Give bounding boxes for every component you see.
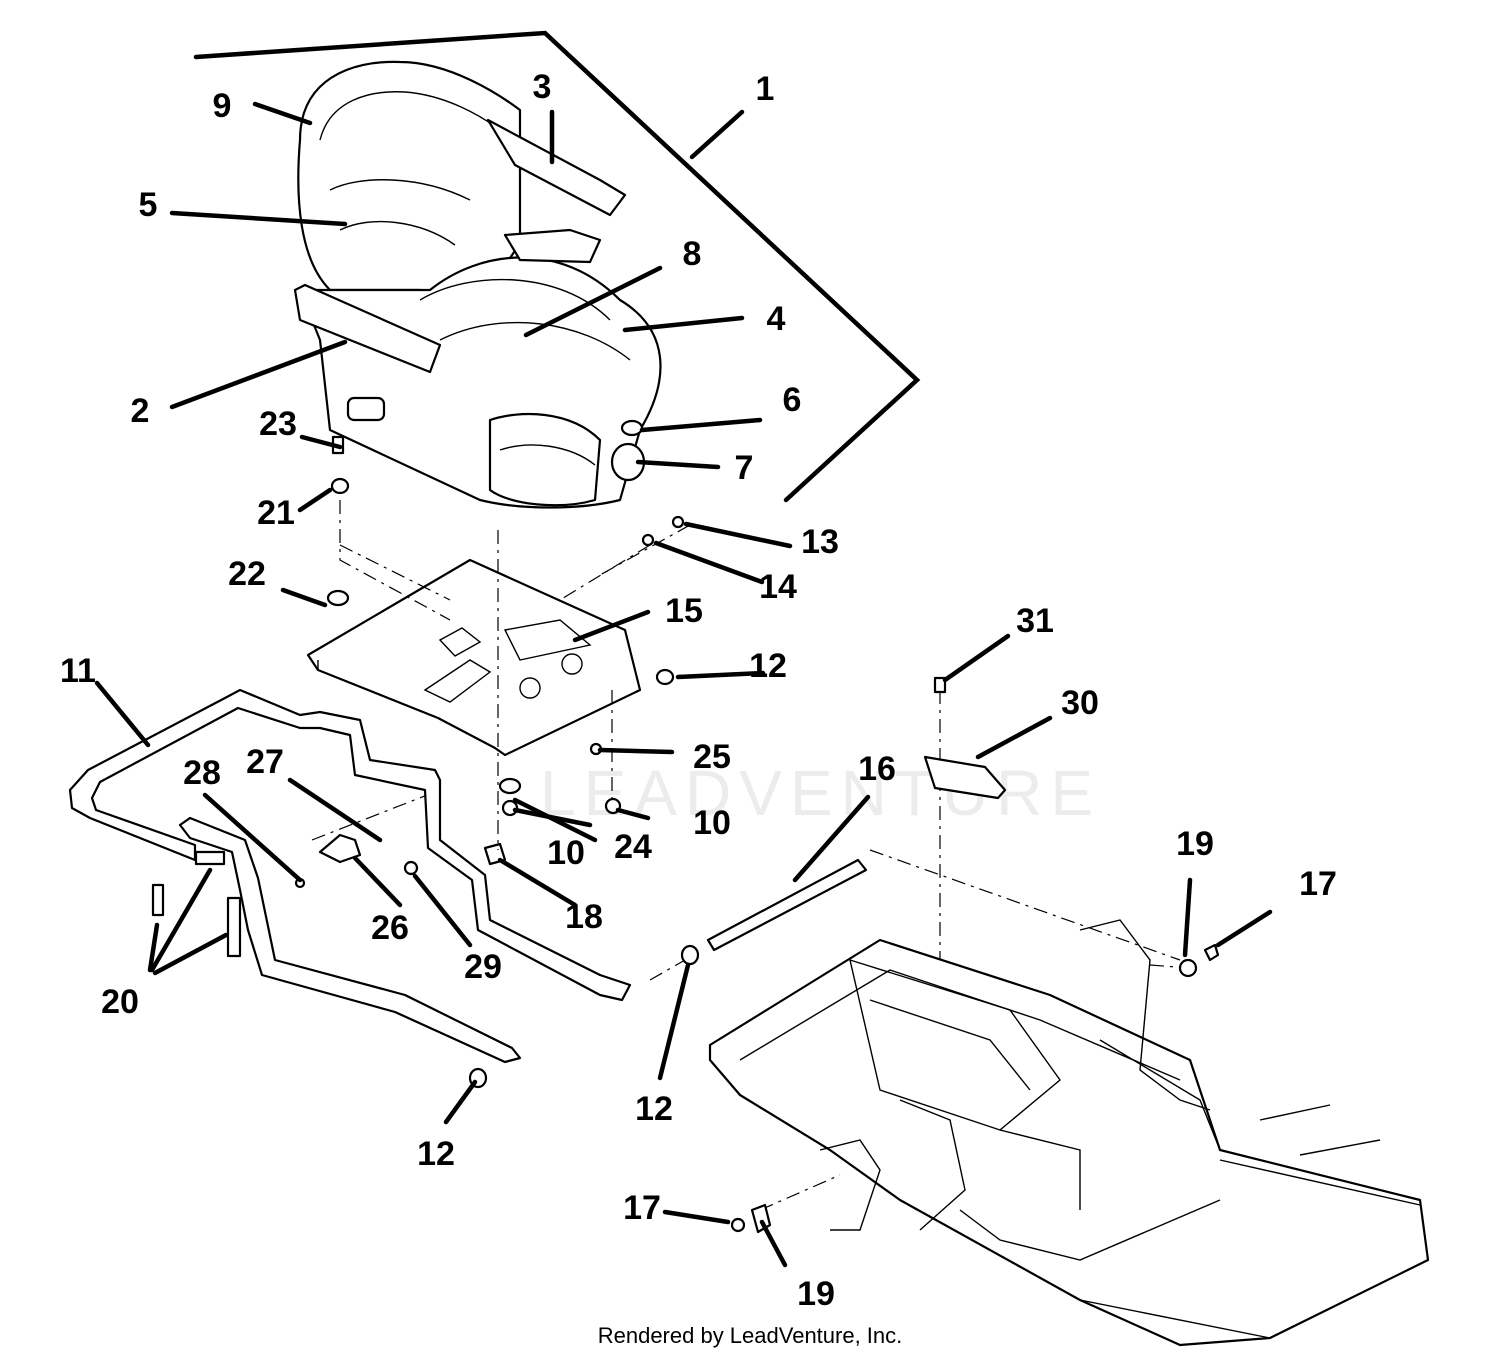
bumper-20b[interactable] xyxy=(194,850,226,866)
callout-19-left: 19 xyxy=(797,1275,835,1313)
mower-chassis[interactable] xyxy=(708,919,1430,1347)
knob-29[interactable] xyxy=(403,860,419,876)
callout-5: 5 xyxy=(139,186,158,224)
callout-14: 14 xyxy=(759,568,797,606)
watermark-text: LEADVENTURE xyxy=(540,757,1101,829)
callout-9: 9 xyxy=(213,87,232,125)
callout-10-right: 10 xyxy=(693,804,731,842)
callout-3: 3 xyxy=(533,68,552,106)
bushing-12-mid[interactable] xyxy=(680,944,700,966)
callout-31: 31 xyxy=(1016,602,1054,640)
callout-12-top: 12 xyxy=(749,647,787,685)
latch-26[interactable] xyxy=(318,833,362,864)
callout-labels: 1 2 3 4 5 6 7 8 9 10 10 11 12 12 12 13 1… xyxy=(60,68,1337,1313)
callout-26: 26 xyxy=(371,909,409,947)
callout-23: 23 xyxy=(259,405,297,443)
callout-8: 8 xyxy=(683,235,702,273)
callout-17-left: 17 xyxy=(623,1189,661,1227)
footer-credit: Rendered by LeadVenture, Inc. xyxy=(598,1323,903,1348)
clip-17-left[interactable] xyxy=(730,1217,746,1233)
callout-25: 25 xyxy=(693,738,731,776)
seat-frame-lower[interactable] xyxy=(178,816,522,1064)
callout-13: 13 xyxy=(801,523,839,561)
clip-17-right[interactable] xyxy=(1203,943,1220,962)
bolt-13[interactable] xyxy=(671,515,685,529)
washer-24[interactable] xyxy=(498,777,522,795)
plate-30[interactable] xyxy=(923,755,1007,800)
callout-15: 15 xyxy=(665,592,703,630)
bushing-12-top[interactable] xyxy=(655,668,675,686)
washer-19-right[interactable] xyxy=(1178,958,1198,978)
callout-19-right: 19 xyxy=(1176,825,1214,863)
callout-30: 30 xyxy=(1061,684,1099,722)
seat-pan[interactable] xyxy=(306,558,642,757)
callout-18: 18 xyxy=(565,898,603,936)
leader-lines xyxy=(94,101,1273,1268)
callout-27: 27 xyxy=(246,743,284,781)
callout-10-left: 10 xyxy=(547,834,585,872)
callout-29: 29 xyxy=(464,948,502,986)
callout-11: 11 xyxy=(60,652,96,690)
callout-6: 6 xyxy=(783,381,802,419)
callout-2: 2 xyxy=(131,392,150,430)
callout-28: 28 xyxy=(183,754,221,792)
pivot-rod-16[interactable] xyxy=(706,858,868,952)
callout-16: 16 xyxy=(858,750,896,788)
seat-frame-11[interactable] xyxy=(68,688,632,1002)
bolt-31[interactable] xyxy=(933,676,947,694)
bumper-20c[interactable] xyxy=(226,896,242,958)
callout-1: 1 xyxy=(756,70,775,108)
callout-22: 22 xyxy=(228,555,266,593)
callout-17-right: 17 xyxy=(1299,865,1337,903)
spacer-21[interactable] xyxy=(330,477,350,495)
callout-20: 20 xyxy=(101,983,139,1021)
bumper-20a[interactable] xyxy=(151,883,165,917)
seat-assembly[interactable] xyxy=(293,60,662,509)
callout-4: 4 xyxy=(767,300,786,338)
callout-12-left: 12 xyxy=(417,1135,455,1173)
seat-assembly-bracket xyxy=(193,30,921,503)
callout-7: 7 xyxy=(735,449,754,487)
grommet-22[interactable] xyxy=(326,589,350,607)
callout-21: 21 xyxy=(257,494,295,532)
callout-12-mid: 12 xyxy=(635,1090,673,1128)
callout-24: 24 xyxy=(614,828,652,866)
washer-14[interactable] xyxy=(641,533,655,547)
